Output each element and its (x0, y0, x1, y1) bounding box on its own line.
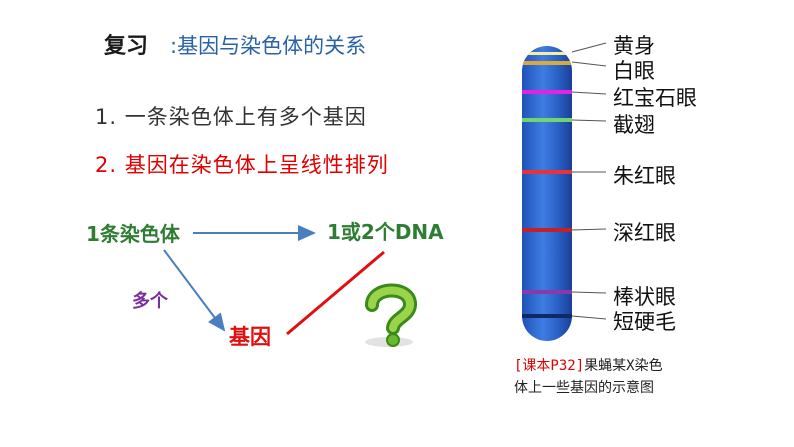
point-2: 2. 基因在染色体上呈线性排列 (95, 153, 389, 177)
arrow-chromosome-to-gene (163, 249, 226, 332)
gene-label-short-bristle: 短硬毛 (613, 310, 676, 334)
gene-label-vermilion-eye: 朱红眼 (613, 164, 676, 188)
band-short-bristle (522, 314, 572, 318)
band-carmine-eye (522, 228, 572, 232)
caption-line-1: [课本P32]果蝇某X染色 (514, 355, 663, 377)
node-dna: 1或2个DNA (327, 220, 444, 244)
caption-line-2: 体上一些基因的示意图 (514, 380, 654, 396)
caption-reference: [课本P32] (514, 358, 585, 374)
node-gene: 基因 (229, 325, 271, 349)
title-main: 复习 (104, 34, 149, 59)
point-1: 1. 一条染色体上有多个基因 (95, 105, 367, 129)
edge-label-multiple: 多个 (132, 291, 168, 312)
gene-label-ruby-eye: 红宝石眼 (613, 86, 697, 110)
band-bar-eye (522, 290, 572, 294)
band-ruby-eye (522, 90, 572, 94)
chromosome-x (522, 46, 572, 341)
caption-text-1: 果蝇某X染色 (584, 358, 663, 374)
gene-label-bar-eye: 棒状眼 (613, 285, 676, 309)
node-chromosome: 1条染色体 (86, 222, 180, 246)
title-subtitle: :基因与染色体的关系 (170, 34, 367, 58)
band-yellow-body (522, 52, 572, 55)
gene-label-yellow-body: 黄身 (613, 34, 655, 58)
band-vermilion-eye (522, 170, 572, 174)
band-cut-wing (522, 118, 572, 122)
gene-label-white-eye: 白眼 (613, 59, 655, 83)
gene-label-carmine-eye: 深红眼 (613, 221, 676, 245)
band-white-eye (522, 61, 572, 65)
gene-label-cut-wing: 截翅 (613, 113, 655, 137)
figure-caption: [课本P32]果蝇某X染色 体上一些基因的示意图 (514, 355, 663, 399)
question-mark-icon (365, 283, 417, 347)
line-gene-to-dna (286, 250, 385, 336)
gene-pointer-lines (571, 42, 607, 320)
